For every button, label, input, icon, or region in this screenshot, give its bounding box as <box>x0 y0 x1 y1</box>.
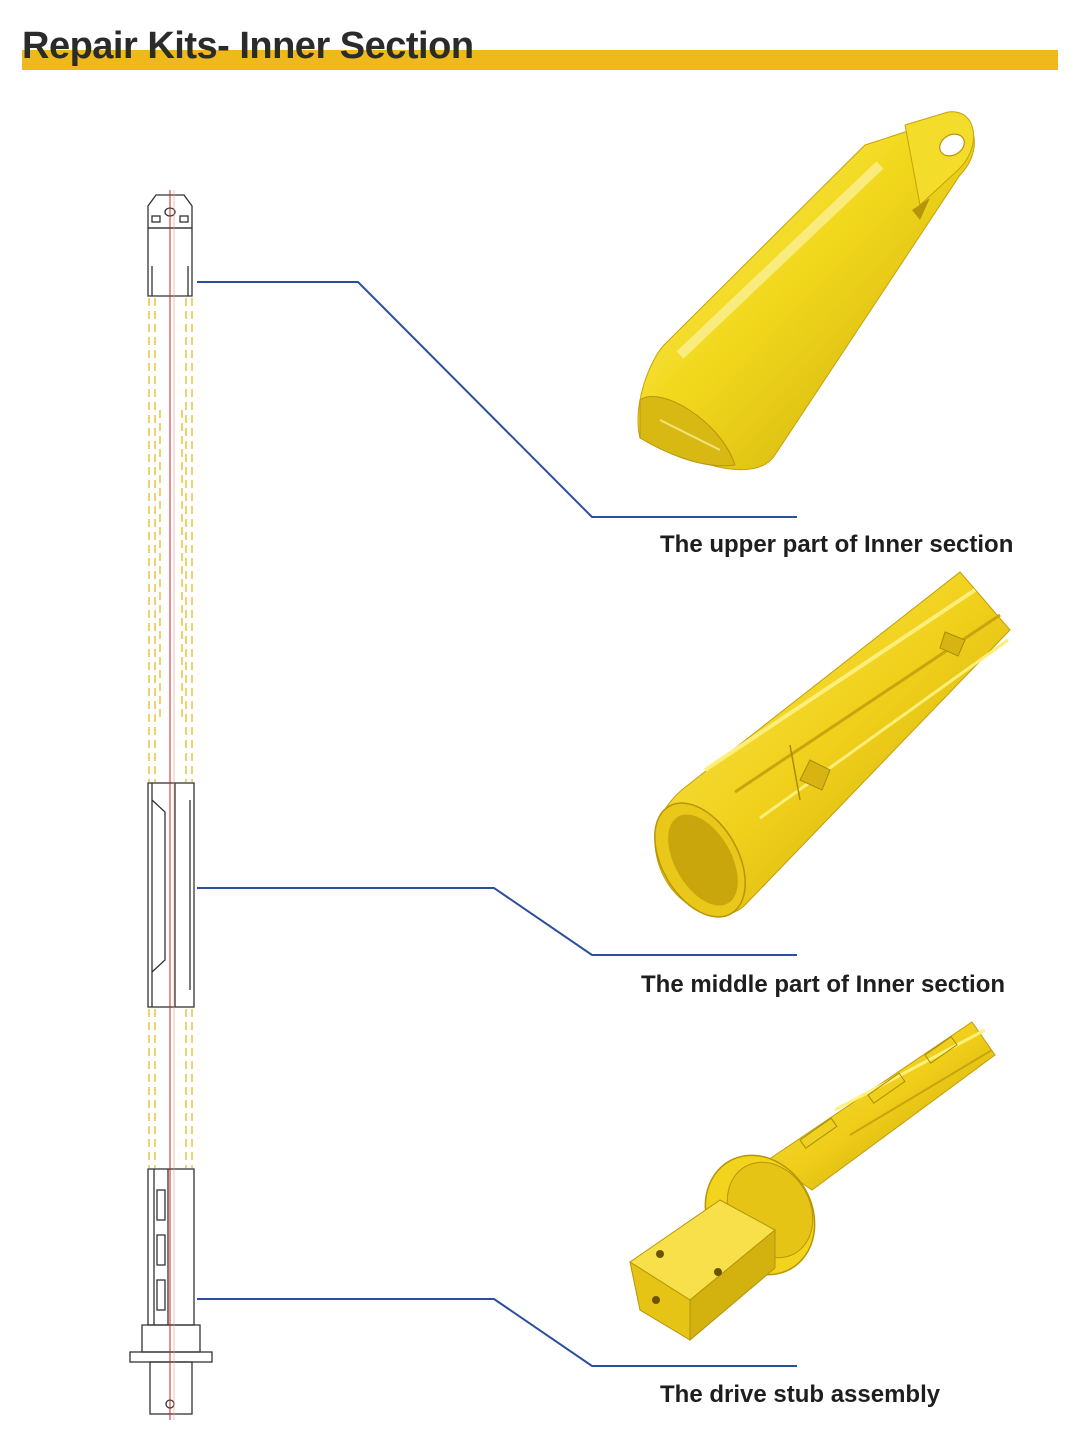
drive-stub-image <box>629 1021 996 1342</box>
leader-line-upper <box>197 281 797 518</box>
inner-section-drawing <box>129 190 213 1420</box>
drawing-middle-section <box>147 782 195 1008</box>
header: Repair Kits- Inner Section <box>0 0 1078 90</box>
drawing-lower-tube <box>148 1009 193 1168</box>
leader-line-middle <box>197 887 797 956</box>
upper-part-label: The upper part of Inner section <box>660 531 1014 558</box>
drive-stub-label: The drive stub assembly <box>660 1381 941 1408</box>
middle-part-image <box>654 571 1011 918</box>
leader-lines <box>197 281 797 1367</box>
drawing-upper-tube <box>148 298 193 782</box>
drawing-drive-stub <box>129 1168 213 1415</box>
leader-line-drive <box>197 1298 797 1367</box>
upper-part-image <box>637 111 975 471</box>
page-title: Repair Kits- Inner Section <box>22 25 474 67</box>
title-accent-bar <box>22 50 1058 70</box>
middle-part-label: The middle part of Inner section <box>641 971 1006 998</box>
